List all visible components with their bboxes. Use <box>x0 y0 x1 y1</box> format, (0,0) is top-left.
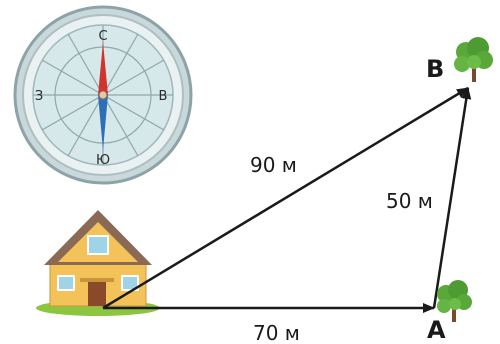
tree-icon-b <box>454 37 493 82</box>
point-a-label: A <box>427 316 446 344</box>
house-window-right <box>121 275 139 291</box>
house-porch <box>80 278 114 282</box>
tree-b-trunk <box>472 62 476 82</box>
compass-pivot <box>98 90 108 100</box>
tree-a-trunk <box>452 300 456 322</box>
compass-east-label: В <box>159 89 168 104</box>
point-b-label: B <box>426 55 444 83</box>
arrow-a-to-b <box>432 87 472 309</box>
distance-house-to-a: 70 м <box>253 321 300 344</box>
arrow-house-to-b <box>102 86 469 310</box>
compass-north-label: С <box>98 29 107 44</box>
tree-icon-a <box>437 280 472 322</box>
compass-needle-north <box>98 42 108 95</box>
house-window-left <box>57 275 75 291</box>
routes <box>102 86 472 313</box>
compass-needle-south <box>98 95 108 150</box>
house-door <box>88 282 106 306</box>
house-icon <box>36 210 160 316</box>
compass-west-label: З <box>35 89 43 104</box>
compass: С Ю В З <box>13 5 193 185</box>
distance-house-to-b: 90 м <box>250 153 297 177</box>
distance-a-to-b: 50 м <box>386 189 433 213</box>
house-attic-window <box>87 235 109 255</box>
compass-south-label: Ю <box>96 153 110 168</box>
